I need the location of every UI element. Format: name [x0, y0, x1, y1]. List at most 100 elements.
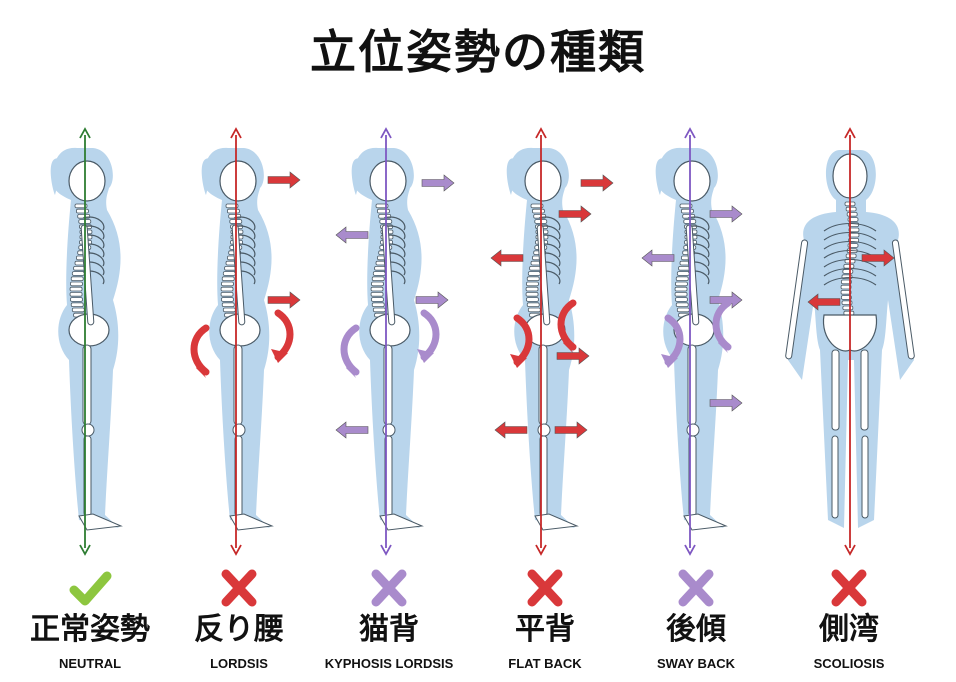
direction-arrow [415, 291, 449, 309]
posture-name-en: LORDSIS [210, 656, 268, 671]
cross-mark-stroke [221, 569, 257, 607]
ponytail [506, 158, 519, 195]
page-title: 立位姿勢の種類 [310, 25, 646, 79]
vertebra [840, 289, 852, 295]
posture-name-jp: 側湾 [819, 612, 879, 647]
vertebra [846, 211, 858, 217]
vertebra [69, 286, 83, 292]
direction-arrow [558, 205, 592, 223]
arm-left [785, 239, 809, 360]
direction-arrow [580, 174, 614, 192]
tibia-left [831, 435, 839, 519]
direction-arrow [861, 249, 895, 267]
vertebra [225, 203, 239, 209]
vertebra [526, 302, 540, 307]
vertebra [674, 291, 688, 297]
skull [673, 160, 711, 202]
direction-arrow [267, 171, 301, 189]
vertebra [74, 203, 88, 209]
rotation-arrow [420, 309, 440, 361]
vertebra [845, 253, 857, 259]
posture-name-jp: 平背 [515, 612, 575, 647]
vertebra [675, 297, 688, 302]
vertebra [527, 271, 541, 276]
vertebra [371, 276, 385, 281]
vertebra [70, 281, 83, 287]
vertebra [370, 291, 384, 297]
rib [383, 216, 406, 231]
rotation-arrow-head [718, 339, 728, 353]
ponytail [50, 158, 63, 195]
cross-mark-stroke [371, 569, 407, 607]
rotation-arrow-head [417, 349, 434, 363]
vertebra [527, 307, 541, 313]
posture-sway-back: 後傾 SWAY BACK [611, 568, 781, 671]
posture-kyphosis-lordosis: 猫背 KYPHOSIS LORDSIS [304, 568, 474, 671]
cross-icon [527, 569, 563, 607]
vertebra [675, 302, 689, 307]
rotation-arrow-head [346, 364, 356, 378]
vertebra [681, 208, 694, 214]
rotation-arrow-head [563, 339, 573, 353]
vertebra [371, 281, 384, 287]
arm-right [891, 239, 915, 360]
vertebra [220, 286, 234, 292]
plumb-arrow-top [79, 127, 91, 139]
cross-mark-stroke [831, 569, 867, 607]
vertebra [371, 302, 385, 307]
figure-kyphosis-lordsis [335, 127, 455, 556]
vertebra [840, 284, 852, 290]
femur-right [860, 349, 869, 431]
skull [524, 160, 562, 202]
posture-name-jp: 反り腰 [194, 612, 284, 647]
vertebra [526, 297, 539, 302]
rotation-arrow [190, 324, 210, 376]
vertebra [676, 307, 690, 313]
vertebra [70, 302, 84, 307]
vertebra [526, 276, 540, 281]
plumb-arrow-bottom [380, 544, 392, 556]
femur-left [831, 349, 840, 431]
check-icon [69, 571, 112, 606]
posture-name-en: NEUTRAL [58, 656, 122, 671]
vertebra [69, 291, 83, 297]
rib [538, 216, 561, 231]
direction-arrow [709, 205, 743, 223]
posture-scoliosis: 側湾 SCOLIOSIS [764, 568, 934, 671]
vertebra [530, 203, 544, 209]
rotation-arrow [557, 299, 577, 351]
vertebra [222, 271, 236, 276]
plumb-arrow-top [380, 127, 392, 139]
check-mark-stroke [69, 571, 112, 606]
skull [219, 160, 257, 202]
vertebra [674, 286, 688, 292]
direction-arrow [641, 249, 675, 267]
plumb-arrow-bottom [230, 544, 242, 556]
vertebra [71, 307, 85, 313]
vertebra [843, 263, 855, 269]
plumb-arrow-bottom [535, 544, 547, 556]
cross-icon [831, 569, 867, 607]
direction-arrow [556, 347, 590, 365]
vertebra [71, 271, 85, 276]
vertebra [76, 208, 89, 214]
posture-name-en: SCOLIOSIS [813, 656, 885, 671]
vertebra [221, 276, 235, 281]
posture-name-jp: 後傾 [666, 612, 726, 647]
plumb-arrow-top [230, 127, 242, 139]
vertebra [370, 286, 384, 292]
vertebra [70, 276, 84, 281]
plumb-arrow-top [535, 127, 547, 139]
skull [369, 160, 407, 202]
cross-mark-stroke [527, 569, 563, 607]
vertebra [679, 203, 693, 209]
ponytail [351, 158, 364, 195]
vertebra [842, 269, 854, 274]
vertebra [372, 271, 386, 276]
vertebra [526, 281, 539, 287]
direction-arrow [709, 394, 743, 412]
rotation-arrow-head [661, 354, 678, 368]
vertebra [848, 227, 860, 233]
figure-flat-back [490, 127, 614, 556]
